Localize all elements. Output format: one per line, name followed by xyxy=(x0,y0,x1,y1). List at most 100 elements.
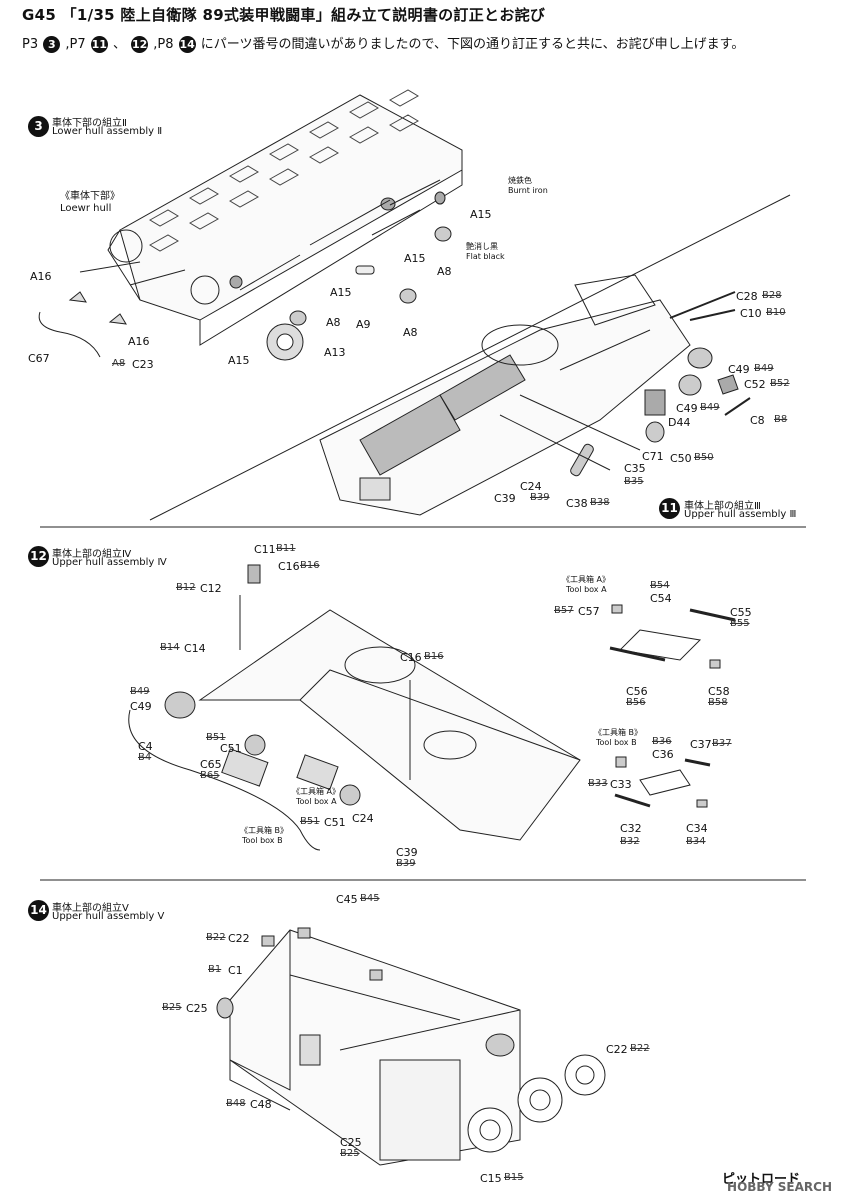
step-badge-14: 14 xyxy=(178,36,196,53)
part-label: A16 xyxy=(30,270,52,283)
part-label: A15 xyxy=(470,208,492,221)
part-label: C8 xyxy=(750,414,765,427)
section-3-title-jp: 車体下部の組立Ⅱ xyxy=(52,118,127,129)
struck-part-label: B36 xyxy=(652,736,672,747)
struck-part-label: B51 xyxy=(300,816,320,827)
struck-part-label: B22 xyxy=(630,1043,650,1054)
part-label: C25 xyxy=(340,1136,362,1149)
toolbox-a-note-jp: 《工具箱 A》 xyxy=(292,787,341,796)
section-3-badge: 3 xyxy=(28,116,49,137)
step-badge-3: 3 xyxy=(43,36,61,53)
toolbox-b-note-jp: 《工具箱 B》 xyxy=(594,728,643,737)
part-label: C24 xyxy=(520,480,542,493)
part-label: A8 xyxy=(326,316,341,329)
part-label: C10 xyxy=(740,307,762,320)
burnt-iron-note-en: Burnt iron xyxy=(508,186,548,195)
part-label: C37 xyxy=(690,738,712,751)
part-label: C57 xyxy=(578,605,600,618)
toolbox-a-note-en: Tool box A xyxy=(296,797,337,806)
struck-part-label: B49 xyxy=(754,363,774,374)
struck-part-label: B32 xyxy=(620,836,640,847)
toolbox-a-note-jp: 《工具箱 A》 xyxy=(562,575,611,584)
part-label: C50 xyxy=(670,452,692,465)
struck-part-label: B8 xyxy=(774,414,788,425)
part-label: C24 xyxy=(352,812,374,825)
part-label: C38 xyxy=(566,497,588,510)
lower-hull-note-en: Loewr hull xyxy=(60,203,112,214)
struck-part-label: B48 xyxy=(226,1098,246,1109)
section-11-title-en: Upper hull assembly Ⅲ xyxy=(684,509,797,520)
section-12-title-en: Upper hull assembly Ⅳ xyxy=(52,557,167,568)
lower-hull-note-jp: 《車体下部》 xyxy=(60,191,120,202)
part-label: C16 xyxy=(278,560,300,573)
part-label: C65 xyxy=(200,758,222,771)
section-11-title-jp: 車体上部の組立Ⅲ xyxy=(684,501,761,512)
toolbox-a-note-en: Tool box A xyxy=(566,585,607,594)
part-label: C52 xyxy=(744,378,766,391)
step-badge-11: 11 xyxy=(90,36,108,53)
struck-part-label: B15 xyxy=(504,1172,524,1183)
part-label: C22 xyxy=(606,1043,628,1056)
page-subtitle: P3 3 ,P7 11 、 12 ,P8 14 にパーツ番号の間違いがありました… xyxy=(22,36,745,53)
flat-black-note-en: Flat black xyxy=(466,252,505,261)
section-14-title-en: Upper hull assembly Ⅴ xyxy=(52,911,165,922)
burnt-iron-note-jp: 焼鉄色 xyxy=(508,176,532,185)
section-14-badge: 14 xyxy=(28,900,49,921)
part-label: C16 xyxy=(400,651,422,664)
struck-part-label: B57 xyxy=(554,605,574,616)
struck-part-label: B55 xyxy=(730,618,750,629)
struck-part-label: B1 xyxy=(208,964,222,975)
part-label: C15 xyxy=(480,1172,502,1185)
struck-part-label: A8 xyxy=(112,358,126,369)
struck-part-label: B39 xyxy=(530,492,550,503)
part-label: C67 xyxy=(28,352,50,365)
section-11-badge: 11 xyxy=(659,498,680,519)
part-label: C39 xyxy=(494,492,516,505)
part-label: C56 xyxy=(626,685,648,698)
struck-part-label: B10 xyxy=(766,307,786,318)
part-label: C34 xyxy=(686,822,708,835)
section-14-title-jp: 車体上部の組立Ⅴ xyxy=(52,903,129,914)
part-label: C45 xyxy=(336,893,358,906)
section-12-title-jp: 車体上部の組立Ⅳ xyxy=(52,549,132,560)
page-title: G45 「1/35 陸上自衛隊 89式装甲戦闘車」組み立て説明書の訂正とお詫び xyxy=(22,6,546,24)
struck-part-label: B49 xyxy=(130,686,150,697)
part-label: A15 xyxy=(404,252,426,265)
struck-part-label: B51 xyxy=(206,732,226,743)
struck-part-label: B34 xyxy=(686,836,706,847)
struck-part-label: B56 xyxy=(626,697,646,708)
struck-part-label: B45 xyxy=(360,893,380,904)
part-label: A9 xyxy=(356,318,371,331)
toolbox-b-note-en: Tool box B xyxy=(596,738,637,747)
part-label: C11 xyxy=(254,543,276,556)
flat-black-note-jp: 艶消し黒 xyxy=(466,242,498,251)
struck-part-label: B65 xyxy=(200,770,220,781)
part-label: A8 xyxy=(403,326,418,339)
part-label: A13 xyxy=(324,346,346,359)
part-label: C71 xyxy=(642,450,664,463)
part-label: C33 xyxy=(610,778,632,791)
part-label: C22 xyxy=(228,932,250,945)
part-label: D44 xyxy=(668,416,691,429)
toolbox-b-note-en: Tool box B xyxy=(242,836,283,845)
watermark: HOBBY SEARCH xyxy=(727,1180,832,1194)
struck-part-label: B25 xyxy=(340,1148,360,1159)
struck-part-label: B52 xyxy=(770,378,790,389)
part-label: C25 xyxy=(186,1002,208,1015)
part-label: C23 xyxy=(132,358,154,371)
struck-part-label: B38 xyxy=(590,497,610,508)
section-3-title-en: Lower hull assembly Ⅱ xyxy=(52,126,163,137)
part-label: C51 xyxy=(220,742,242,755)
struck-part-label: B58 xyxy=(708,697,728,708)
part-label: C49 xyxy=(676,402,698,415)
part-label: A15 xyxy=(330,286,352,299)
part-label: A16 xyxy=(128,335,150,348)
struck-part-label: B37 xyxy=(712,738,732,749)
struck-part-label: B12 xyxy=(176,582,196,593)
struck-part-label: B39 xyxy=(396,858,416,869)
part-label: C28 xyxy=(736,290,758,303)
struck-part-label: B54 xyxy=(650,580,670,591)
toolbox-b-note-jp: 《工具箱 B》 xyxy=(240,826,289,835)
struck-part-label: B11 xyxy=(276,543,296,554)
brand-logo-text: ピットロード xyxy=(722,1172,801,1187)
